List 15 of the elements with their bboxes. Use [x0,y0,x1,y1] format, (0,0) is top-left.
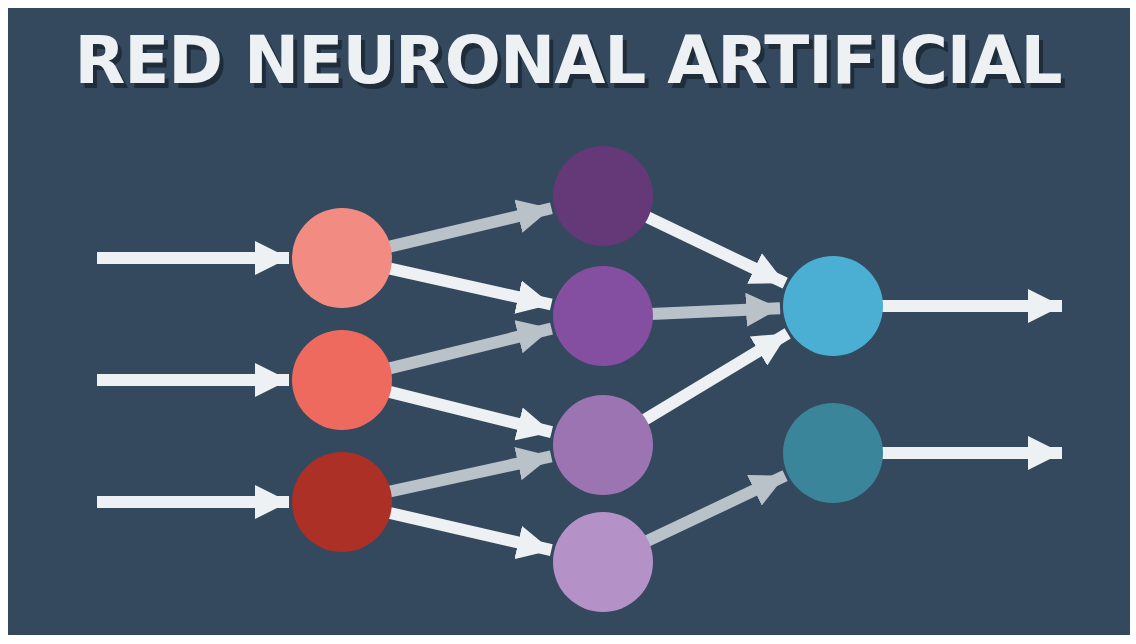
arrow [97,241,289,275]
arrow [643,211,788,289]
arrow [387,506,553,560]
arrow [387,385,553,441]
arrow [881,289,1062,323]
arrow [643,470,788,547]
title: RED NEURONAL ARTIFICIAL [73,22,1063,99]
arrow [387,199,553,253]
arrow [640,328,791,426]
arrow [97,363,289,397]
arrow [387,446,553,498]
arrow [387,320,553,375]
arrow [387,262,553,314]
arrow [97,485,289,519]
arrow [881,436,1062,470]
